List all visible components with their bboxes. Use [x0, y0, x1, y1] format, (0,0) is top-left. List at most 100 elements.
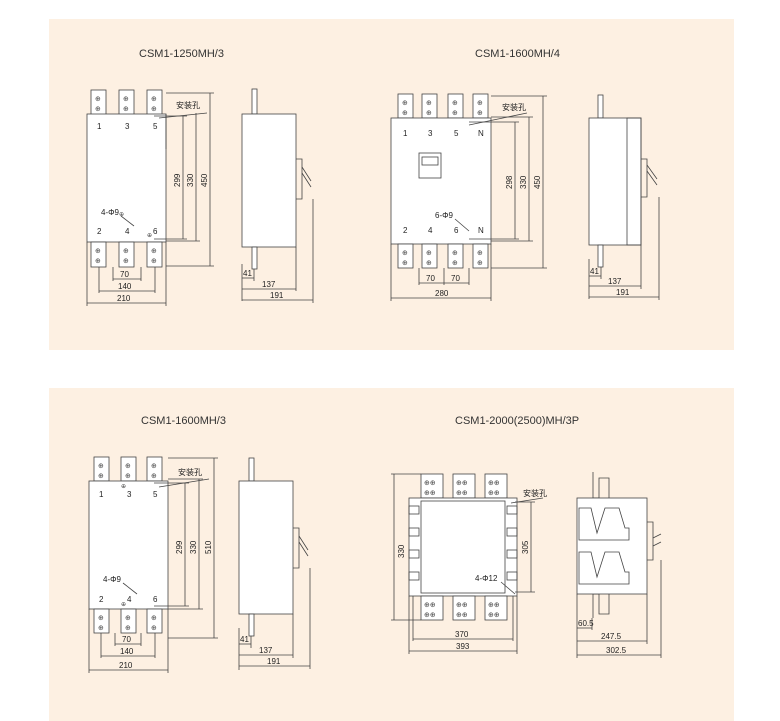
dim-label: 210: [119, 661, 133, 670]
svg-text:⊕: ⊕: [151, 625, 157, 632]
drawing-csm1-1600mh4-side: 41 137 191: [588, 94, 660, 300]
svg-text:⊕: ⊕: [426, 260, 432, 267]
hole-spec-label: 4-Φ9: [103, 575, 121, 584]
svg-text:⊕: ⊕: [147, 233, 152, 239]
terminal-label: 4: [428, 226, 433, 235]
svg-text:⊕: ⊕: [95, 96, 101, 103]
dim-label: 191: [267, 657, 281, 666]
dim-label: 70: [120, 270, 129, 279]
svg-text:⊕: ⊕: [123, 96, 129, 103]
svg-text:⊕: ⊕: [121, 484, 126, 490]
svg-text:⊕: ⊕: [151, 615, 157, 622]
dim-label: 191: [616, 288, 630, 297]
hole-spec-label: 6-Φ9: [435, 211, 453, 220]
svg-text:⊕: ⊕: [121, 602, 126, 608]
svg-text:⊕⊕: ⊕⊕: [456, 602, 468, 609]
svg-text:⊕: ⊕: [477, 260, 483, 267]
terminal-label: 2: [403, 226, 408, 235]
dim-label: 60.5: [578, 619, 594, 628]
svg-text:⊕: ⊕: [402, 260, 408, 267]
mount-hole-label: 安装孔: [523, 488, 547, 498]
dim-label: 140: [120, 647, 134, 656]
mount-hole-label: 安装孔: [176, 100, 200, 110]
drawing-csm1-1600mh3-front: CSM1-1600MH/3 ⊕ ⊕ ⊕ ⊕ ⊕ ⊕ 1 3 5 2 4 6 ⊕ …: [88, 415, 226, 673]
drawing-csm1-1250mh3-front: CSM1-1250MH/3 ⊕ ⊕ ⊕ ⊕ ⊕ ⊕ 1 3 5 2 4 6 ⊕ …: [86, 48, 224, 306]
svg-text:⊕: ⊕: [452, 110, 458, 117]
svg-text:⊕: ⊕: [426, 100, 432, 107]
svg-text:⊕: ⊕: [98, 463, 104, 470]
drawing-title: CSM1-1600MH/4: [475, 48, 560, 60]
svg-text:⊕: ⊕: [402, 100, 408, 107]
dim-label: 450: [200, 173, 209, 187]
terminal-label: 1: [97, 122, 102, 131]
terminal-label: 6: [454, 226, 459, 235]
svg-text:⊕: ⊕: [151, 258, 157, 265]
dim-label: 330: [189, 540, 198, 554]
svg-text:⊕: ⊕: [95, 248, 101, 255]
svg-text:⊕: ⊕: [98, 625, 104, 632]
svg-text:⊕: ⊕: [402, 110, 408, 117]
svg-text:⊕: ⊕: [477, 250, 483, 257]
dim-label: 370: [455, 630, 469, 639]
svg-text:⊕: ⊕: [119, 212, 124, 218]
svg-text:⊕: ⊕: [95, 258, 101, 265]
svg-text:⊕: ⊕: [452, 260, 458, 267]
terminal-label: 3: [125, 122, 130, 131]
svg-text:⊕: ⊕: [151, 106, 157, 113]
svg-text:⊕⊕: ⊕⊕: [488, 480, 500, 487]
svg-text:⊕⊕: ⊕⊕: [424, 602, 436, 609]
dim-label: 280: [435, 289, 449, 298]
svg-text:⊕: ⊕: [98, 615, 104, 622]
dim-label: 41: [590, 267, 599, 276]
terminal-label: 1: [99, 490, 104, 499]
svg-text:⊕: ⊕: [477, 100, 483, 107]
svg-text:⊕: ⊕: [151, 96, 157, 103]
svg-text:⊕: ⊕: [151, 248, 157, 255]
svg-text:⊕: ⊕: [125, 463, 131, 470]
terminal-label: 6: [153, 227, 158, 236]
terminal-label: N: [478, 226, 484, 235]
drawing-csm1-1250mh3-side: 41 137 191: [241, 88, 314, 303]
svg-text:⊕⊕: ⊕⊕: [488, 602, 500, 609]
terminal-label: 5: [153, 122, 158, 131]
svg-text:⊕: ⊕: [123, 248, 129, 255]
dim-label: 393: [456, 642, 470, 651]
dim-label: 299: [173, 173, 182, 187]
svg-text:⊕: ⊕: [426, 250, 432, 257]
svg-text:⊕⊕: ⊕⊕: [424, 612, 436, 619]
svg-text:⊕: ⊕: [151, 463, 157, 470]
bottom-panel: CSM1-1600MH/3 ⊕ ⊕ ⊕ ⊕ ⊕ ⊕ 1 3 5 2 4 6 ⊕ …: [49, 388, 734, 721]
svg-text:⊕: ⊕: [123, 106, 129, 113]
drawing-title: CSM1-1250MH/3: [139, 48, 224, 60]
drawing-title: CSM1-1600MH/3: [141, 415, 226, 427]
terminal-label: 1: [403, 129, 408, 138]
mount-hole-label: 安装孔: [502, 102, 526, 112]
svg-text:⊕: ⊕: [125, 473, 131, 480]
terminal-label: 4: [125, 227, 130, 236]
terminal-label: 3: [428, 129, 433, 138]
dim-label: 210: [117, 294, 131, 303]
terminal-label: 4: [127, 595, 132, 604]
dim-label: 305: [521, 540, 530, 554]
dim-label: 191: [270, 291, 284, 300]
terminal-label: 5: [153, 490, 158, 499]
dim-label: 299: [175, 540, 184, 554]
top-panel: CSM1-1250MH/3 ⊕ ⊕ ⊕ ⊕ ⊕ ⊕ 1 3 5 2 4 6 ⊕ …: [49, 19, 734, 350]
svg-text:⊕⊕: ⊕⊕: [456, 490, 468, 497]
svg-text:⊕⊕: ⊕⊕: [424, 480, 436, 487]
svg-text:⊕⊕: ⊕⊕: [488, 612, 500, 619]
dim-label: 450: [533, 175, 542, 189]
svg-text:⊕⊕: ⊕⊕: [424, 490, 436, 497]
svg-text:⊕: ⊕: [426, 110, 432, 117]
hole-spec-label: 4-Φ9: [101, 208, 119, 217]
dim-label: 41: [240, 635, 249, 644]
dim-label: 70: [122, 635, 131, 644]
terminal-label: 6: [153, 595, 158, 604]
terminal-label: 2: [97, 227, 102, 236]
svg-text:⊕: ⊕: [452, 250, 458, 257]
dim-label: 302.5: [606, 646, 627, 655]
dim-label: 330: [397, 544, 406, 558]
mount-hole-label: 安装孔: [178, 467, 202, 477]
svg-text:⊕: ⊕: [452, 100, 458, 107]
svg-text:⊕: ⊕: [98, 473, 104, 480]
